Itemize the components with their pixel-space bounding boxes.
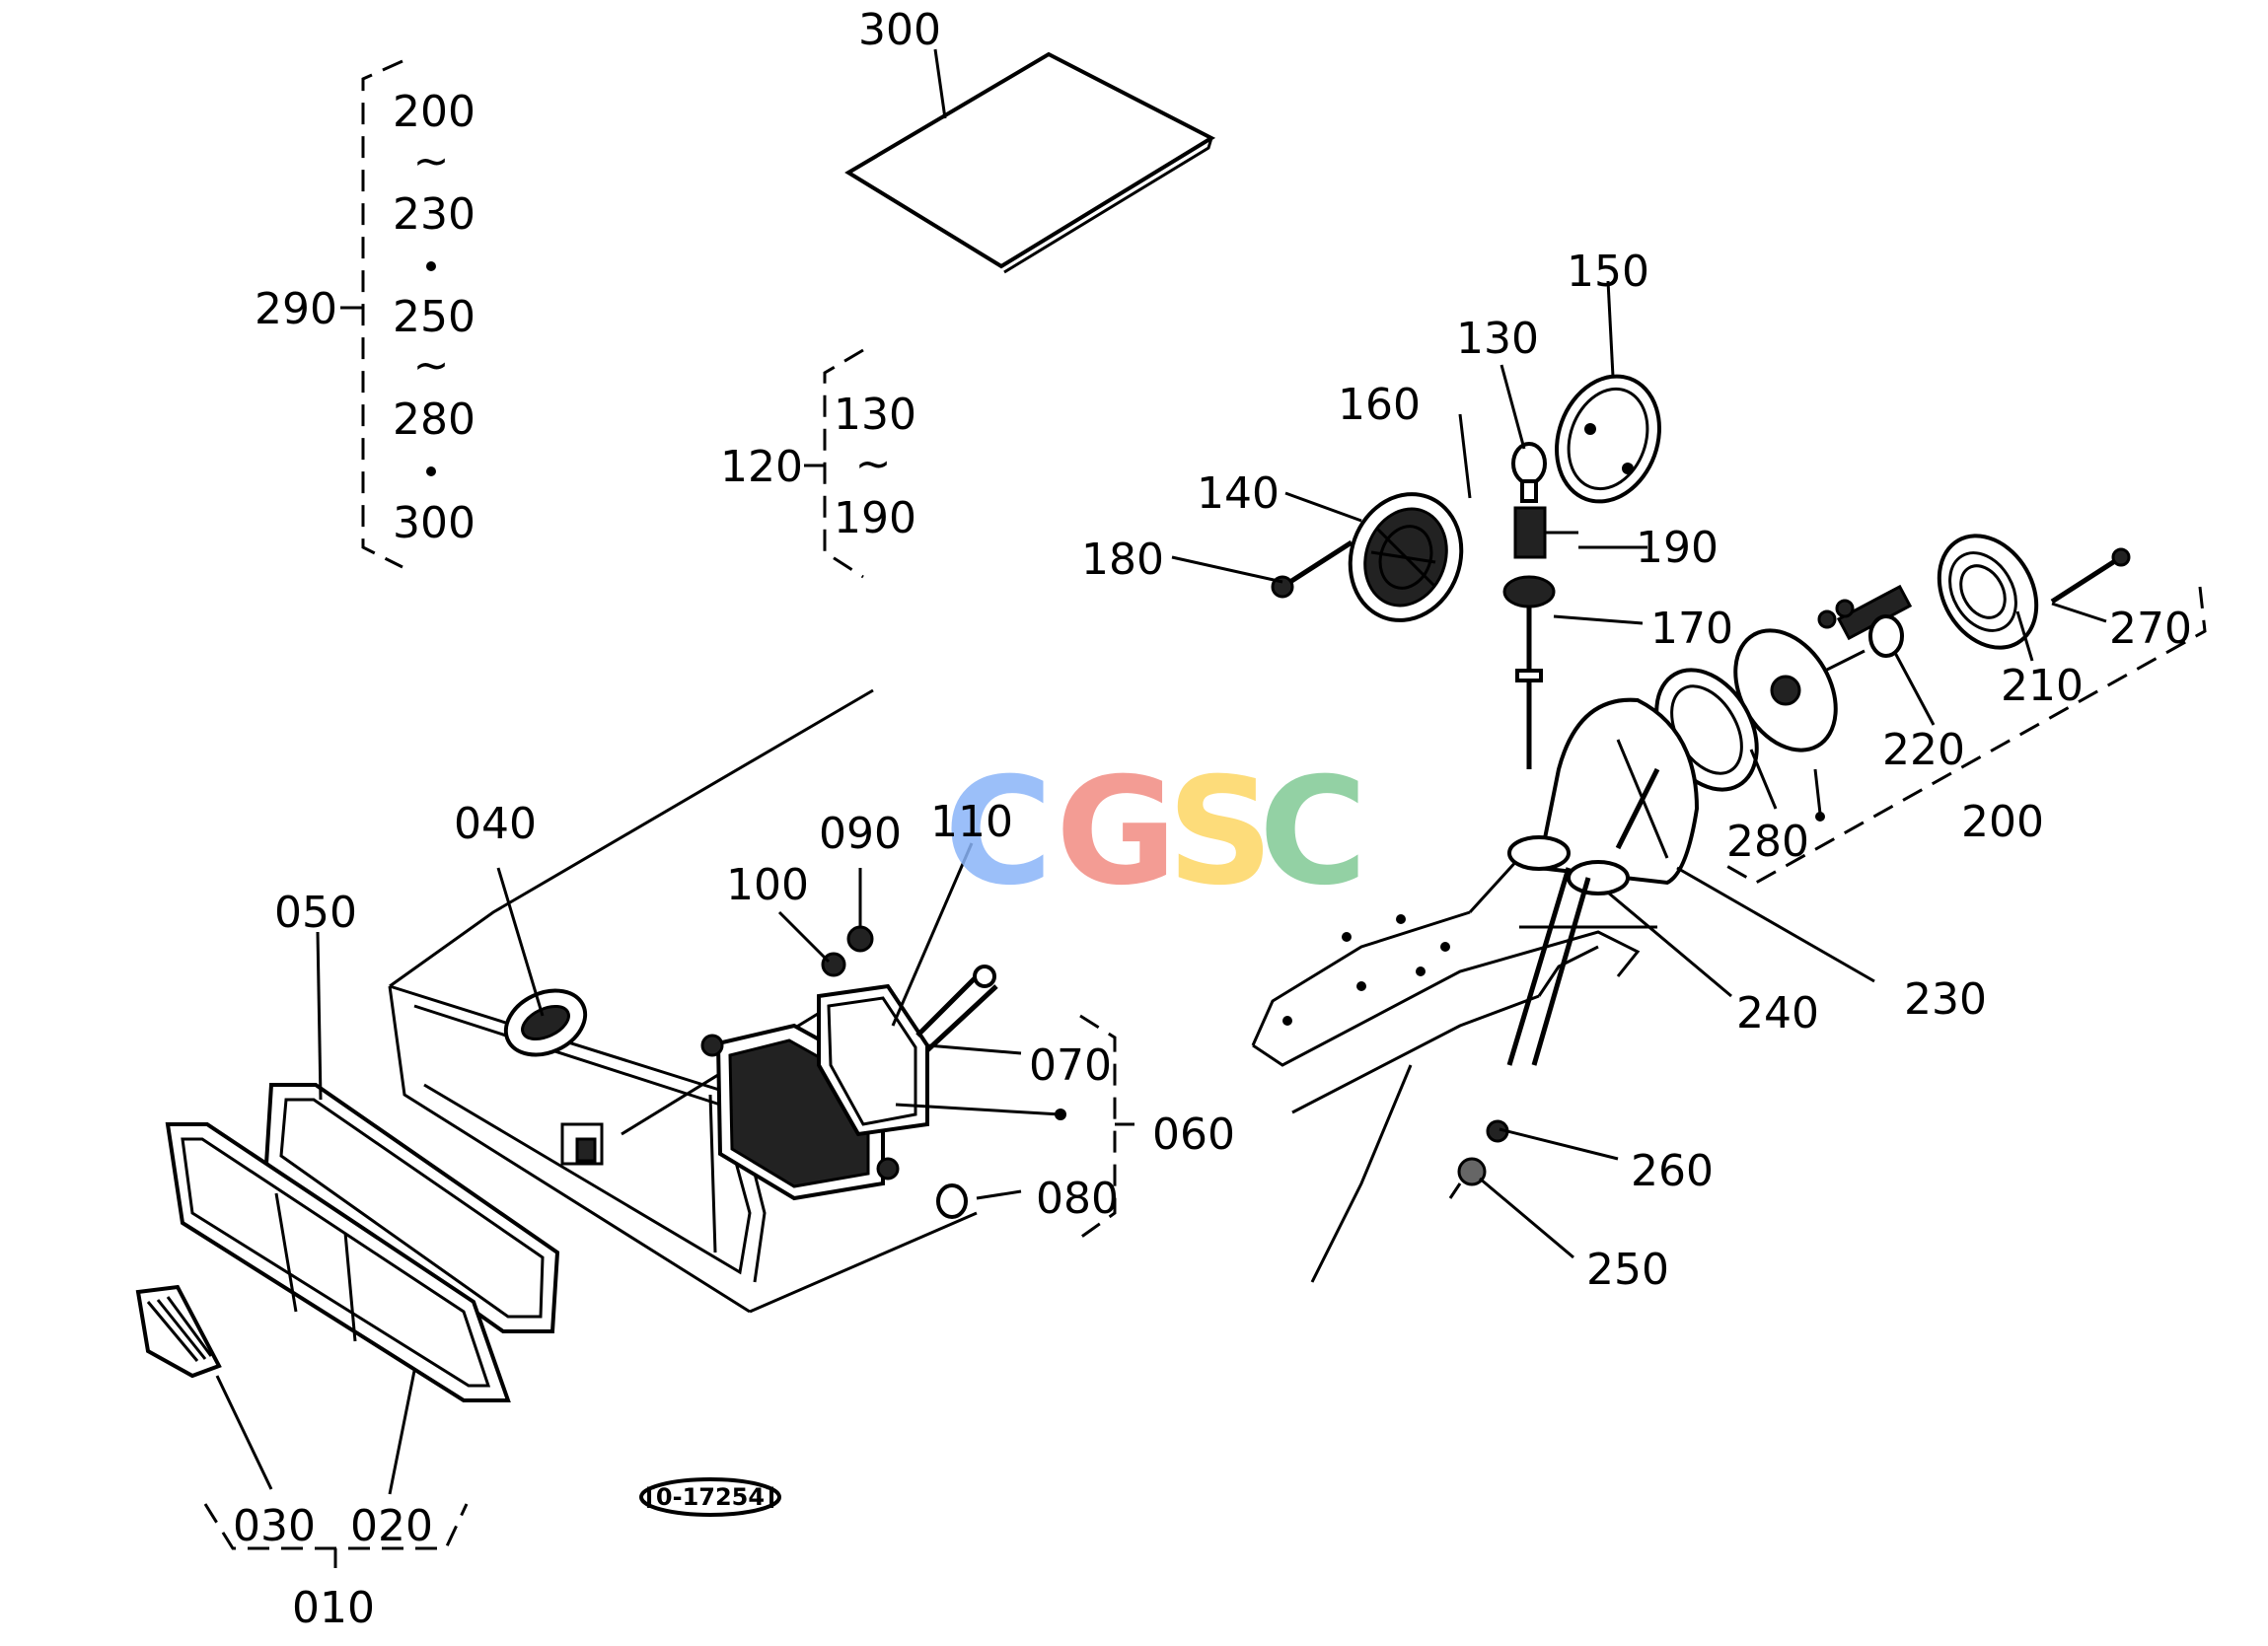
- bracket-010: [203, 1503, 469, 1568]
- part-labels: 300 290 200 ~ 230 250 ~ 280 300 120 130 …: [233, 5, 2192, 1633]
- label-260: 260: [1631, 1146, 1714, 1196]
- label-120-tilde: ~: [855, 439, 892, 489]
- label-060: 060: [1152, 1109, 1235, 1160]
- plate-280-drawing: [1733, 628, 1838, 822]
- label-290-range-280: 280: [393, 394, 476, 445]
- lamp-210-drawing: [1937, 534, 2039, 650]
- label-150: 150: [1567, 247, 1649, 297]
- label-290-range-300: 300: [393, 498, 476, 548]
- watermark-letter-c1: C: [944, 747, 1053, 918]
- bracket-290: [340, 59, 436, 569]
- emblem-drawing: [503, 988, 588, 1057]
- label-010: 010: [292, 1583, 375, 1633]
- label-180: 180: [1081, 535, 1164, 585]
- label-160: 160: [1338, 380, 1421, 430]
- label-070: 070: [1029, 1040, 1112, 1091]
- watermark-letter-g: G: [1056, 747, 1177, 918]
- label-250: 250: [1586, 1245, 1669, 1295]
- label-290: 290: [255, 284, 337, 334]
- label-220: 220: [1882, 725, 1965, 775]
- bracket-240-drawing: [1506, 767, 1660, 1066]
- bolt-270-drawing: [2050, 547, 2131, 605]
- label-230: 230: [1904, 974, 1987, 1025]
- bulb-130-drawing: [1511, 442, 1547, 503]
- label-100: 100: [726, 860, 809, 910]
- lamp-160-drawing: [1348, 492, 1464, 622]
- label-120-range-190: 190: [834, 493, 916, 543]
- bracket-120: [804, 348, 864, 579]
- label-120: 120: [720, 442, 803, 492]
- grille-030-drawing: [135, 1284, 222, 1379]
- grille-020-drawing: [165, 1122, 511, 1402]
- label-290-range-230: 230: [393, 189, 476, 240]
- label-290-tilde-2: ~: [413, 340, 450, 391]
- bracket-060: [1079, 1014, 1134, 1240]
- bracket-200: [1720, 586, 2207, 885]
- label-080: 080: [1036, 1174, 1119, 1224]
- drawing-id-stamp: [0-17254]: [639, 1477, 781, 1517]
- stamp-text: [0-17254]: [645, 1483, 775, 1511]
- lens-150-drawing: [1555, 374, 1661, 504]
- label-170: 170: [1650, 604, 1733, 654]
- socket-190-drawing: [1513, 506, 1578, 559]
- label-210: 210: [2001, 661, 2084, 711]
- label-240: 240: [1736, 988, 1819, 1038]
- label-280: 280: [1726, 817, 1809, 867]
- fender-drawing: [1251, 846, 1641, 1283]
- watermark-letter-s: S: [1167, 747, 1274, 918]
- label-200: 200: [1961, 797, 2044, 847]
- label-190: 190: [1636, 523, 1719, 573]
- label-090: 090: [819, 809, 902, 859]
- label-030: 030: [233, 1501, 316, 1551]
- headlight-060-drawing: [700, 965, 1066, 1219]
- label-050: 050: [274, 888, 357, 938]
- housing-230-drawing: [1536, 697, 1700, 886]
- holder-170-drawing: [1502, 575, 1556, 769]
- label-290-range-200: 200: [393, 87, 476, 137]
- label-020: 020: [350, 1501, 433, 1551]
- label-130: 130: [1456, 314, 1539, 364]
- label-140: 140: [1197, 468, 1280, 519]
- bolt-180-drawing: [1271, 539, 1353, 599]
- label-290-tilde-1: ~: [413, 136, 450, 186]
- label-300-manual: 300: [858, 5, 941, 55]
- label-270: 270: [2109, 604, 2192, 654]
- label-110: 110: [930, 797, 1013, 847]
- clamp-250-drawing: [1448, 1157, 1487, 1199]
- watermark: C G S C: [944, 747, 1367, 918]
- label-290-range-250: 250: [393, 292, 476, 342]
- leader-lines: [215, 280, 2107, 1495]
- bolt-090-drawing: [846, 868, 874, 953]
- label-120-range-130: 130: [834, 390, 916, 440]
- watermark-letter-c2: C: [1259, 747, 1367, 918]
- manual-drawing: [844, 48, 1216, 274]
- bulb-220-drawing: [1785, 584, 1913, 692]
- label-040: 040: [454, 799, 537, 849]
